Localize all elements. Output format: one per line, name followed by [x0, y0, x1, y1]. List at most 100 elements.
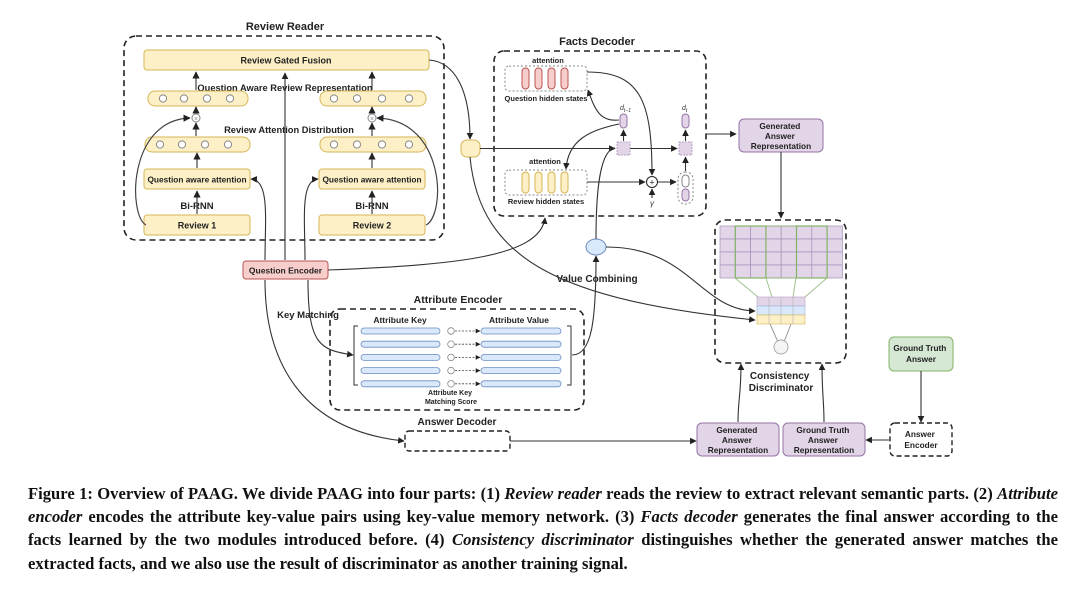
- grid-cell: [734, 251, 751, 266]
- grid-cell: [719, 225, 736, 240]
- review1-label: Review 1: [178, 221, 217, 231]
- grid-cell: [780, 238, 797, 253]
- matching-score-node: [447, 366, 455, 375]
- paag-architecture-diagram: Review Reader Review Gated Fusion Questi…: [123, 21, 954, 457]
- review-reader: Review Reader Review Gated Fusion Questi…: [123, 21, 445, 241]
- facts-decoder-arrows: [480, 71, 737, 198]
- consistency-discriminator: Consistency Discriminator: [714, 219, 847, 394]
- attribute-value-cell: [480, 353, 562, 361]
- review2-question-aware-attention-label: Question aware attention: [322, 175, 421, 185]
- attribute-key-header: Attribute Key: [373, 315, 427, 325]
- review1-representation-vector: [147, 90, 249, 107]
- attribute-encoder-title: Attribute Encoder: [414, 294, 503, 306]
- grid-cell: [826, 264, 843, 279]
- grid-cell: [750, 251, 767, 266]
- attribute-key-matching-score-label: Attribute Key Matching Score: [425, 390, 477, 406]
- grid-cell: [826, 238, 843, 253]
- value-combining-node: [585, 238, 607, 256]
- matching-score-node: [447, 353, 455, 362]
- review-hidden-states-frame: [504, 169, 588, 196]
- question-hidden-states-label: Question hidden states: [505, 94, 588, 103]
- review1-attention-vector: [144, 136, 251, 153]
- d-prev-label: dt−1: [620, 105, 631, 114]
- attribute-rows: [360, 327, 562, 388]
- concat-cell-top: [681, 174, 690, 188]
- ground-truth-answer-representation: [782, 422, 866, 457]
- output-lines: [769, 323, 792, 343]
- grid-cell: [734, 225, 751, 240]
- review2-representation-nodes: [329, 94, 414, 103]
- attribute-value-cell: [480, 327, 562, 335]
- ground-truth-answer-representation-label: Ground Truth Answer Representation: [794, 425, 854, 455]
- svg-text:×: ×: [194, 116, 198, 123]
- plus-label: +: [649, 178, 654, 188]
- consistency-discriminator-label: Consistency Discriminator: [749, 371, 814, 394]
- caption-term-attribute-encoder: Attribute encoder: [28, 484, 1058, 527]
- grid-cell: [780, 225, 797, 240]
- decoder-cell-current: [678, 141, 693, 156]
- svg-text:×: ×: [370, 116, 374, 123]
- question-attention-label: attention: [532, 56, 564, 65]
- grid-cell: [765, 251, 782, 266]
- grid-cell: [811, 225, 828, 240]
- question-hidden-states-frame: [504, 65, 588, 92]
- review1-question-aware-attention-label: Question aware attention: [147, 175, 246, 185]
- grid-cell: [734, 264, 751, 279]
- multiply-icon-right: [367, 113, 377, 123]
- review-attention-label: attention: [529, 157, 561, 166]
- filter-window: [765, 225, 797, 279]
- grid-cell: [811, 238, 828, 253]
- grid-cell: [796, 264, 813, 279]
- generated-answer-representation-bottom-label: Generated Answer Representation: [708, 425, 768, 455]
- review-reader-frame: [123, 35, 445, 241]
- review-hidden-states-label: Review hidden states: [508, 197, 584, 206]
- caption-term-facts-decoder: Facts decoder: [640, 507, 738, 527]
- d-prev-state: [619, 113, 628, 129]
- discriminator-feature-grid: [719, 225, 843, 279]
- gamma-label: γ: [650, 199, 655, 208]
- grid-cell: [826, 225, 843, 240]
- attribute-value-cell: [480, 367, 562, 375]
- grid-cell: [796, 238, 813, 253]
- attribute-encoder: Attribute Encoder Key Matching Attribute…: [277, 294, 585, 411]
- discriminator-output-node: [773, 339, 789, 355]
- decoder-cell-prev: [616, 141, 631, 156]
- review1-attention-nodes: [155, 140, 233, 149]
- grid-cell: [719, 251, 736, 266]
- question-encoder-label: Question Encoder: [249, 266, 323, 276]
- review1-box: [143, 214, 251, 236]
- grid-cell: [765, 238, 782, 253]
- grid-cell: [750, 264, 767, 279]
- attribute-key-cell: [360, 340, 441, 348]
- d-t-label: dt: [682, 105, 688, 114]
- review2-attention-vector: [319, 136, 427, 153]
- ground-truth-answer-label: Ground Truth Answer: [893, 343, 948, 364]
- answer-decoder-box: [404, 430, 511, 452]
- answer-decoder-title: Answer Decoder: [418, 417, 497, 428]
- review2-representation-vector: [319, 90, 427, 107]
- review1-representation-nodes: [158, 94, 235, 103]
- caption-part-1: reads the review to extract relevant sem…: [601, 484, 998, 503]
- attribute-key-cell: [360, 353, 441, 361]
- answer-encoder-box: [889, 422, 953, 457]
- d-t-state: [681, 113, 690, 129]
- grid-cell: [750, 225, 767, 240]
- caption-part-3: generates the final answer according to …: [28, 507, 1059, 550]
- attribute-value-cell: [480, 380, 562, 388]
- grid-cell: [780, 264, 797, 279]
- attribute-key-cell: [360, 380, 441, 388]
- answer-encoder-label: Answer Encoder: [904, 429, 938, 450]
- review2-label: Review 2: [353, 221, 392, 231]
- grid-cell: [826, 251, 843, 266]
- generated-answer-representation-top-label: Generated Answer Representation: [751, 121, 811, 151]
- caption-part-2: encodes the attribute key-value pairs us…: [82, 507, 641, 527]
- caption-term-review-reader: Review reader: [504, 484, 602, 503]
- review2-question-aware-attention-box: [318, 168, 426, 190]
- grid-cell: [796, 251, 813, 266]
- review-reader-title: Review Reader: [246, 21, 325, 33]
- review2-box: [318, 214, 426, 236]
- review1-question-aware-attention-box: [143, 168, 251, 190]
- caption-term-consistency-discriminator: Consistency discriminator: [452, 530, 634, 550]
- value-combining-label: Value Combining: [556, 274, 637, 285]
- review2-attention-nodes: [329, 140, 414, 149]
